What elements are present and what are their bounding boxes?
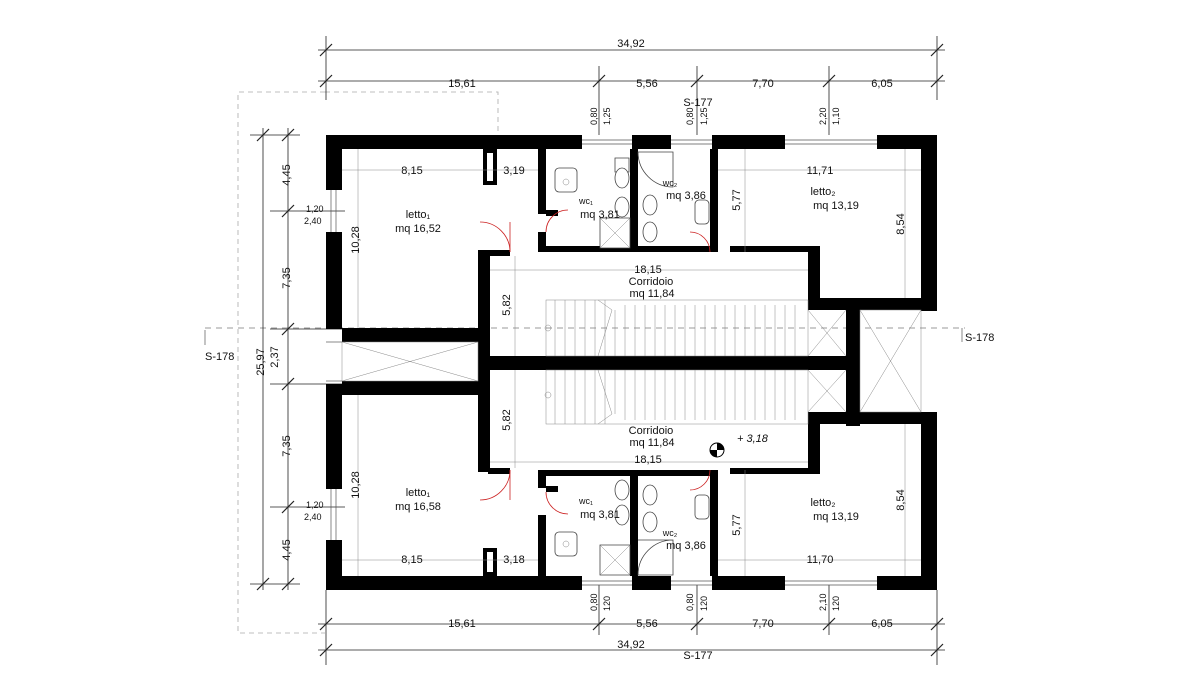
svg-text:0,80: 0,80	[589, 107, 599, 125]
corr-bottom-area: mq 11,84	[629, 437, 674, 449]
wc2-top-name: wc₂	[662, 178, 678, 188]
internal-dim-lines	[342, 149, 921, 576]
bottom-segment-3: 7,70	[752, 618, 773, 630]
cross-areas	[326, 309, 922, 413]
letto1-top-area: mq 16,52	[395, 223, 441, 235]
section-mark-bottom: S-177	[683, 650, 712, 662]
letto1-top-name: letto₁	[406, 209, 431, 221]
svg-text:120: 120	[831, 596, 841, 611]
window-marks: 0,80 1,25 0,80 1,25 2,20 1,10 0,80 120 0…	[589, 107, 841, 611]
left-window-top-b: 2,40	[304, 216, 322, 226]
svg-text:0,80: 0,80	[685, 593, 695, 611]
wc2-top-area: mq 3,86	[666, 190, 706, 202]
windows	[330, 139, 877, 586]
walls	[326, 135, 937, 590]
left-dim-4: 7,35	[281, 435, 293, 456]
overall-width-bottom: 34,92	[617, 639, 645, 651]
svg-text:0,80: 0,80	[589, 593, 599, 611]
svg-text:1,25: 1,25	[602, 107, 612, 125]
corr-bottom-name: Corridoio	[629, 425, 674, 437]
top-dimensions: 34,92 15,61 5,56 7,70 6,05 S-177	[318, 36, 945, 135]
top-segment-4: 6,05	[871, 78, 892, 90]
letto2-bottom-width: 11,70	[807, 554, 834, 566]
corr-top-name: Corridoio	[629, 276, 674, 288]
letto1-bottom-area: mq 16,58	[395, 501, 441, 513]
letto1-bottom-name: letto₁	[406, 487, 431, 499]
room-labels: 8,15 3,19 10,28 letto₁ mq 16,52 wc₁ mq 3…	[350, 165, 907, 566]
svg-text:1,25: 1,25	[699, 107, 709, 125]
letto2-top-width: 11,71	[807, 165, 834, 177]
bottom-segment-2: 5,56	[636, 618, 657, 630]
left-dim-1: 4,45	[281, 164, 293, 185]
letto1-top-height: 10,28	[350, 226, 362, 254]
wc1-top-width: 3,19	[503, 165, 524, 177]
wc1-bottom-name: wc₁	[578, 496, 593, 506]
terrace-outline	[237, 91, 499, 634]
left-dim-5: 4,45	[281, 539, 293, 560]
letto2-bottom-area: mq 13,19	[813, 511, 859, 523]
top-segment-2: 5,56	[636, 78, 657, 90]
section-mark-left: S-178	[205, 351, 234, 363]
level-value: + 3,18	[737, 433, 769, 445]
corr-top-height: 5,82	[501, 294, 513, 315]
letto2-bottom-height: 8,54	[895, 489, 907, 510]
svg-text:120: 120	[699, 596, 709, 611]
section-mark-top: S-177	[683, 97, 712, 109]
wc1-bottom-width: 3,18	[503, 554, 524, 566]
corr-bottom-width: 18,15	[634, 454, 662, 466]
svg-text:1,10: 1,10	[831, 107, 841, 125]
left-dim-3: 2,37	[269, 346, 281, 367]
letto2-bottom-name: letto₂	[810, 497, 835, 509]
top-segment-1: 15,61	[448, 78, 476, 90]
letto2-top-name: letto₂	[810, 186, 835, 198]
stairs	[544, 299, 847, 425]
doors	[479, 209, 711, 515]
corr-top-area: mq 11,84	[629, 288, 674, 300]
bottom-segment-4: 6,05	[871, 618, 892, 630]
section-mark-right: S-178	[965, 332, 994, 344]
letto1-bottom-width: 8,15	[401, 554, 422, 566]
left-window-top-a: 1,20	[306, 204, 324, 214]
left-dimensions: 4,45 7,35 2,37 25,97 7,35 4,45 1,20 2,40…	[204, 128, 345, 591]
bottom-dimensions: 15,61 5,56 7,70 6,05 34,92 S-177	[318, 585, 945, 665]
letto2-top-height: 8,54	[895, 213, 907, 234]
wc2-bottom-area: mq 3,86	[666, 540, 706, 552]
level-marker: + 3,18	[709, 433, 769, 458]
letto1-bottom-height: 10,28	[350, 471, 362, 499]
letto1-top-width: 8,15	[401, 165, 422, 177]
wc1-top-name: wc₁	[578, 196, 593, 206]
corr-top-width: 18,15	[634, 264, 662, 276]
overall-width-top: 34,92	[617, 38, 645, 50]
wc1-top-area: mq 3,81	[580, 209, 620, 221]
left-window-bottom-b: 2,40	[304, 512, 322, 522]
wc1-bottom-area: mq 3,81	[580, 509, 620, 521]
svg-text:120: 120	[602, 596, 612, 611]
wc2-bottom-name: wc₂	[662, 528, 678, 538]
bottom-segment-1: 15,61	[448, 618, 476, 630]
letto2-bottom-height2: 5,77	[731, 514, 743, 535]
overall-height: 25,97	[255, 348, 267, 376]
left-dim-2: 7,35	[281, 267, 293, 288]
svg-text:2,10: 2,10	[818, 593, 828, 611]
top-segment-3: 7,70	[752, 78, 773, 90]
sanitary-fixtures	[554, 151, 710, 576]
letto2-top-area: mq 13,19	[813, 200, 859, 212]
corr-bottom-height: 5,82	[501, 409, 513, 430]
svg-text:0,80: 0,80	[685, 107, 695, 125]
left-window-bottom-a: 1,20	[306, 500, 324, 510]
svg-text:2,20: 2,20	[818, 107, 828, 125]
letto2-top-height2: 5,77	[731, 189, 743, 210]
